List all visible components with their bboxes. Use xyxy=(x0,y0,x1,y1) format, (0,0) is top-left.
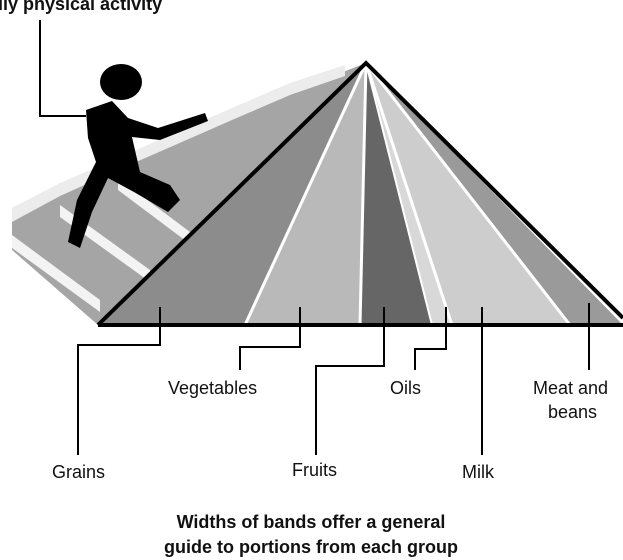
label-grains: Grains xyxy=(52,462,105,482)
header-partial-text: ily physical activity xyxy=(0,0,162,14)
header-leader-line xyxy=(40,20,86,116)
caption-line1: Widths of bands offer a general xyxy=(177,512,446,532)
caption-line2: guide to portions from each group xyxy=(164,537,458,557)
label-meat-line1: Meat and xyxy=(533,378,608,398)
label-meat-line2: beans xyxy=(548,402,597,422)
fruits-leader-line xyxy=(316,307,384,455)
label-oils: Oils xyxy=(390,378,421,398)
label-milk: Milk xyxy=(462,462,495,482)
label-vegetables: Vegetables xyxy=(168,378,257,398)
grains-leader-line xyxy=(78,307,160,455)
label-fruits: Fruits xyxy=(292,460,337,480)
figure-head xyxy=(100,64,142,100)
